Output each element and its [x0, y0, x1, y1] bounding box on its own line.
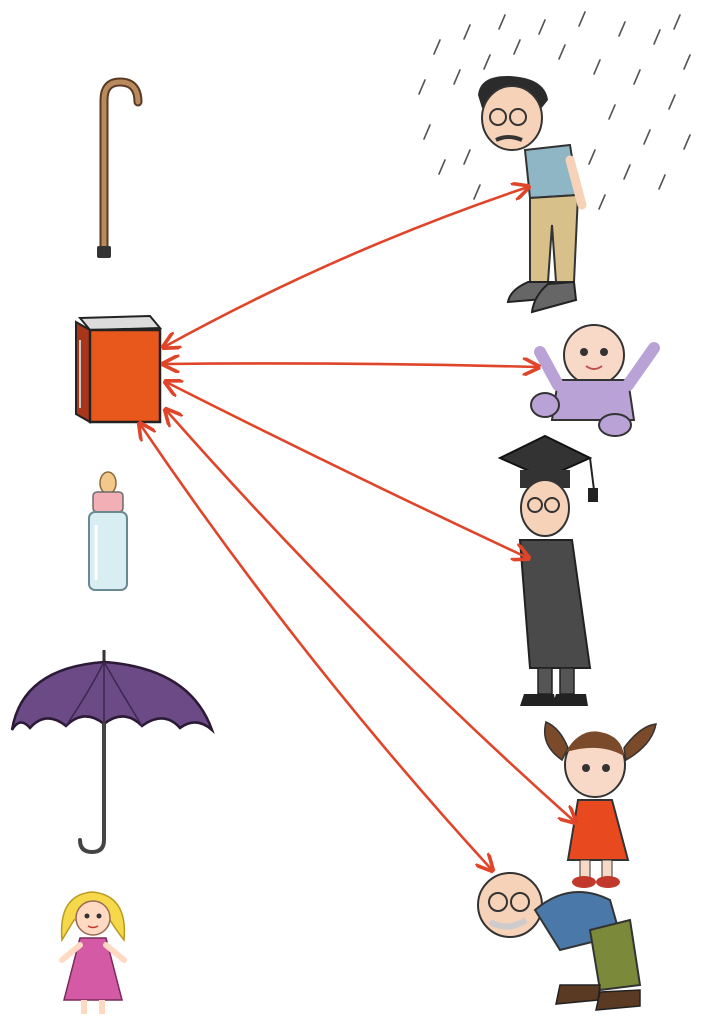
walking-cane-icon: [97, 82, 138, 258]
arrow-book-to-old-man: [140, 424, 492, 870]
connection-arrows: [140, 187, 575, 870]
baby-bottle-icon: [89, 472, 127, 590]
girl-icon: [545, 722, 656, 888]
arrow-book-to-baby: [164, 363, 538, 367]
arrow-book-to-girl: [166, 410, 575, 822]
book-icon: [76, 316, 160, 422]
man-in-rain-icon: [419, 12, 690, 312]
baby-icon: [531, 325, 654, 436]
umbrella-icon: [12, 650, 212, 852]
old-man-icon: [478, 873, 640, 1010]
graduate-icon: [500, 436, 598, 706]
arrow-book-to-man-in-rain: [164, 187, 528, 347]
doll-icon: [62, 892, 125, 1014]
